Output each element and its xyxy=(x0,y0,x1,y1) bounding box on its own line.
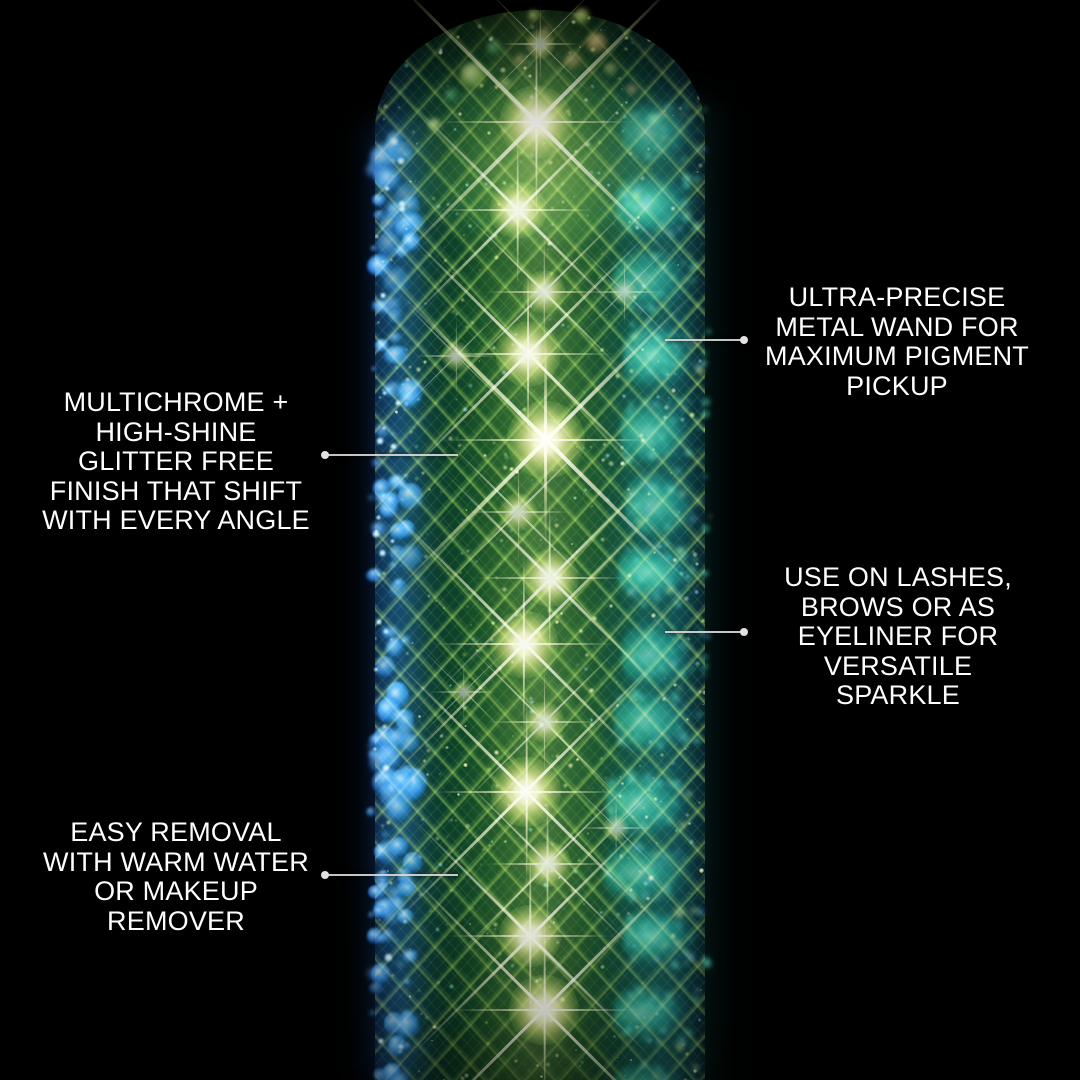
bokeh-dot xyxy=(514,54,527,67)
bokeh-dot xyxy=(428,118,441,131)
bokeh-dot xyxy=(528,10,539,21)
bokeh-dot xyxy=(586,32,608,54)
bristle-tuft xyxy=(605,762,716,845)
bristle-tuft xyxy=(623,903,719,971)
bristle-tuft xyxy=(617,538,718,608)
leader-dot xyxy=(321,871,329,879)
right-bristle-tufts xyxy=(598,95,721,1080)
callout-easy-removal: EASY REMOVAL WITH WARM WATER OR MAKEUP R… xyxy=(43,817,309,936)
bokeh-dot xyxy=(604,62,618,76)
bokeh-dot xyxy=(500,78,511,89)
callout-metal-wand: ULTRA-PRECISE METAL WAND FOR MAXIMUM PIG… xyxy=(765,282,1029,401)
bokeh-dot xyxy=(574,8,590,24)
leader-dot xyxy=(321,451,329,459)
callout-multichrome-finish: MULTICHROME + HIGH-SHINE GLITTER FREE FI… xyxy=(42,387,310,535)
bokeh-dot xyxy=(460,62,486,88)
callout-versatile-use: USE ON LASHES, BROWS OR AS EYELINER FOR … xyxy=(784,562,1012,710)
bokeh-dot xyxy=(626,84,638,96)
leader-dot xyxy=(740,336,748,344)
leader-line-easy-removal xyxy=(321,871,458,879)
leader-line-multichrome-finish xyxy=(321,451,458,459)
bokeh-dot xyxy=(444,88,459,103)
bristle-tuft xyxy=(611,1056,715,1080)
leader-line-metal-wand xyxy=(665,336,748,344)
bristle-tuft xyxy=(624,463,721,545)
product-mascara-wand xyxy=(308,0,772,1080)
bokeh-dot xyxy=(486,40,502,56)
bristle-tuft xyxy=(623,314,721,396)
bokeh-dot xyxy=(564,52,582,70)
bokeh-dot xyxy=(540,26,552,38)
leader-dot xyxy=(740,628,748,636)
bristle-tuft xyxy=(604,836,717,909)
bokeh-dot xyxy=(648,112,663,127)
bristle-tuft xyxy=(613,980,713,1053)
bristle-tuft xyxy=(613,244,716,316)
wand-tip-dome-glow xyxy=(390,54,690,244)
leader-line-versatile-use xyxy=(665,628,748,636)
bristle-tuft xyxy=(620,394,717,472)
bristle-tuft xyxy=(614,682,716,760)
left-blue-glitter-rail xyxy=(366,130,427,1080)
